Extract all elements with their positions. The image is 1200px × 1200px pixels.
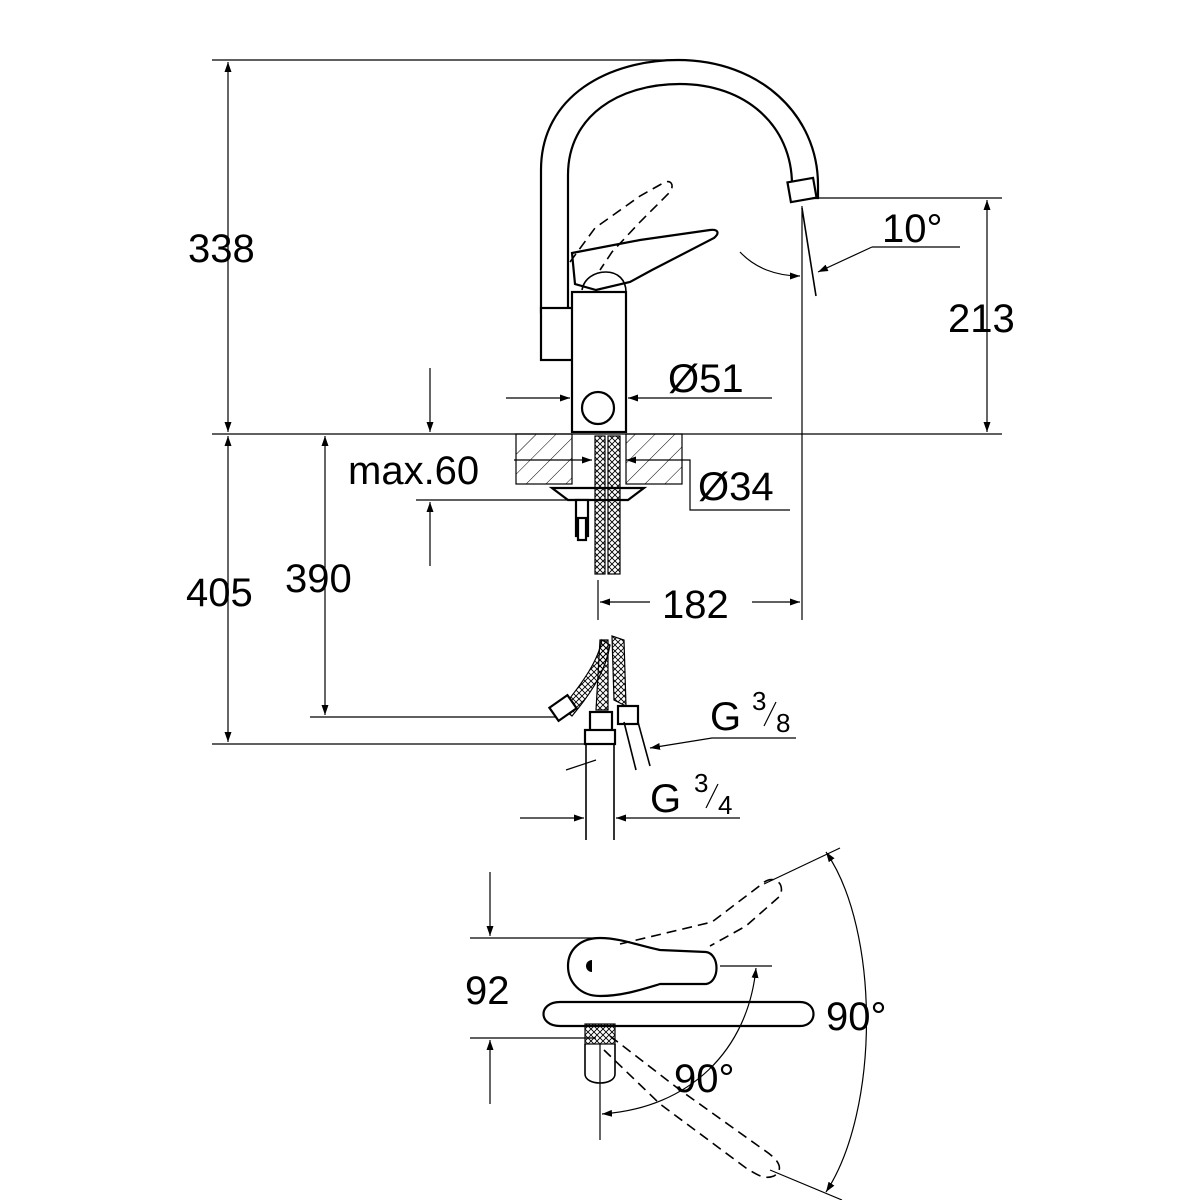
faucet-side-view (539, 58, 820, 434)
dim-10deg-arrow-right (817, 246, 873, 273)
spout-top (542, 1000, 815, 1028)
thread-g34-denominator: 4 (718, 790, 732, 820)
hose-fitting-left (547, 693, 579, 723)
hose-braid-upper-a (594, 435, 606, 575)
dimension-lines (212, 59, 1002, 822)
hose-fitting-right (616, 704, 640, 726)
label-10-degree: 10° (882, 207, 943, 251)
handle-rotated-down (603, 1035, 781, 1179)
thread-g34-letter: G (650, 777, 681, 821)
hose-right (611, 635, 627, 707)
dim-g38-tail (565, 759, 597, 771)
ext-angle-down (769, 1169, 843, 1200)
label-90-degree-outer: 90° (826, 995, 887, 1039)
spout-axis-line (801, 207, 817, 297)
supply-top-braid (584, 1023, 616, 1045)
countertop-hatch-left (515, 433, 573, 485)
lever-handle (570, 228, 719, 292)
thread-g38-denominator: 8 (776, 708, 790, 738)
hose-outlet-line-b (637, 721, 651, 767)
dimension-labels: 338 213 10° Ø51 max.60 Ø34 405 390 182 9… (186, 207, 1015, 1101)
label-405: 405 (186, 571, 253, 615)
label-182: 182 (662, 583, 729, 627)
mounting-stud-tip (576, 516, 588, 542)
thread-g38-slash (763, 701, 777, 727)
handle-rotated-up (619, 878, 783, 947)
thread-g34-slash (705, 783, 719, 809)
dim-90deg-outer-arc (825, 851, 868, 1193)
countertop-hatch-right (625, 433, 683, 485)
label-390: 390 (285, 557, 352, 601)
dim-d34-arrow-right (626, 456, 790, 511)
label-213: 213 (948, 297, 1015, 341)
spout (539, 58, 820, 314)
spout-outlet (786, 176, 818, 204)
faucet-aerator-circle (580, 390, 616, 426)
ext-angle-up (763, 847, 841, 885)
dim-10deg-arrow-left (739, 251, 801, 280)
hose-center (595, 639, 609, 711)
faucet-top-view (470, 847, 868, 1200)
label-max-60: max.60 (348, 449, 479, 493)
label-338: 338 (188, 227, 255, 271)
label-thread-g38: G 3 8 (710, 686, 790, 739)
thread-g38-numerator: 3 (752, 686, 766, 716)
label-90-degree-inner: 90° (674, 1057, 735, 1101)
hose-connections (547, 635, 651, 840)
thread-g38-letter: G (710, 695, 741, 739)
label-thread-g34: G 3 4 (650, 768, 732, 821)
hose-outlet-line-a (623, 721, 637, 771)
handle-top-indicator (586, 960, 592, 972)
label-diameter-51: Ø51 (668, 357, 744, 401)
label-92: 92 (465, 969, 510, 1013)
countertop-section (515, 433, 683, 575)
dim-90deg-inner-arc (601, 967, 759, 1117)
lever-alt-position (569, 180, 673, 271)
hose-braid-upper-b (607, 435, 621, 575)
label-diameter-34: Ø34 (698, 465, 774, 509)
thread-g34-numerator: 3 (694, 768, 708, 798)
lever-joint (581, 271, 627, 293)
mains-connector (583, 728, 617, 746)
dim-g38-leader (649, 737, 796, 750)
